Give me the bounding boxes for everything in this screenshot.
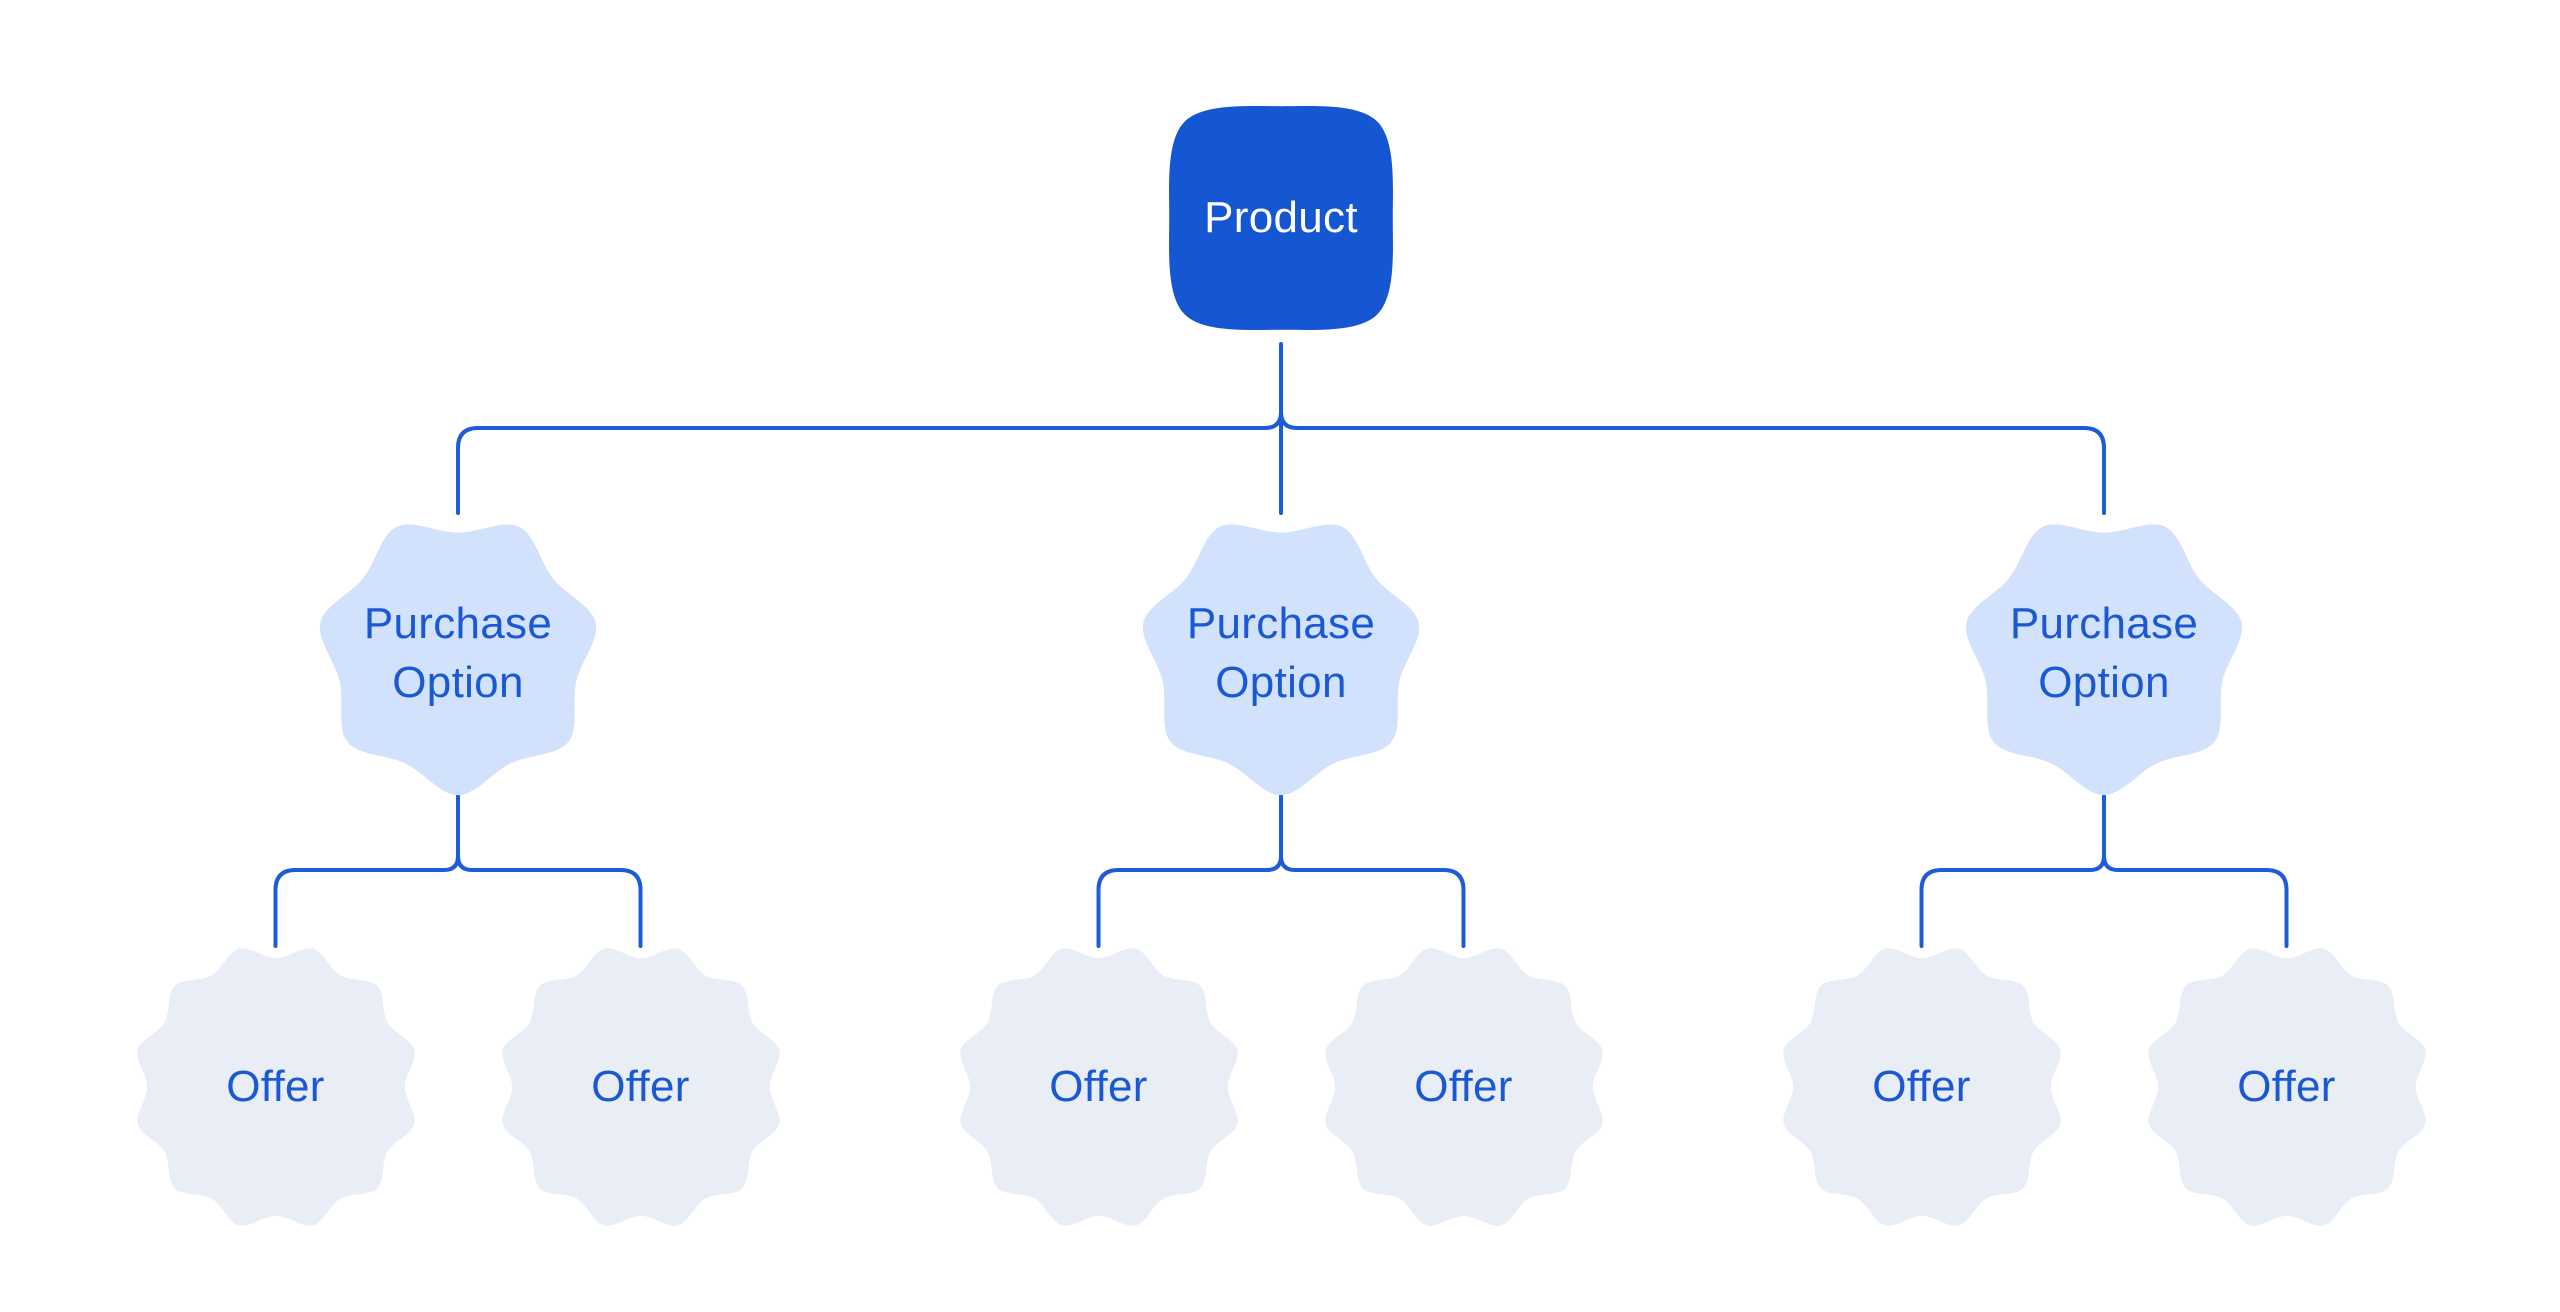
node-offer5: Offer bbox=[1776, 941, 2068, 1233]
offer-blob-shape bbox=[1324, 948, 1603, 1226]
offer-blob-shape bbox=[1782, 948, 2061, 1226]
node-label-offer6: Offer bbox=[2237, 1061, 2336, 1111]
node-label-offer1: Offer bbox=[226, 1061, 325, 1111]
node-label-po2: Purchase Option bbox=[1186, 599, 1376, 707]
offer-blob-shape bbox=[501, 948, 780, 1226]
node-offer2: Offer bbox=[495, 941, 787, 1233]
node-po2: Purchase Option bbox=[1137, 510, 1425, 798]
node-po1: Purchase Option bbox=[314, 510, 602, 798]
node-offer1: Offer bbox=[130, 941, 422, 1233]
node-label-offer2: Offer bbox=[591, 1061, 690, 1111]
node-product: Product bbox=[1142, 79, 1420, 357]
node-label-po1: Purchase Option bbox=[363, 599, 553, 707]
node-offer3: Offer bbox=[953, 941, 1245, 1233]
offer-blob-shape bbox=[2147, 948, 2426, 1226]
purchase-blob-shape bbox=[1142, 524, 1420, 796]
node-offer6: Offer bbox=[2141, 941, 2433, 1233]
node-po3: Purchase Option bbox=[1960, 510, 2248, 798]
node-label-offer5: Offer bbox=[1872, 1061, 1971, 1111]
node-label-offer3: Offer bbox=[1049, 1061, 1148, 1111]
purchase-blob-shape bbox=[319, 524, 597, 796]
product-blob-shape bbox=[1169, 106, 1393, 330]
node-offer4: Offer bbox=[1318, 941, 1610, 1233]
node-label-po3: Purchase Option bbox=[2009, 599, 2199, 707]
offer-blob-shape bbox=[136, 948, 415, 1226]
offer-blob-shape bbox=[959, 948, 1238, 1226]
node-label-offer4: Offer bbox=[1414, 1061, 1513, 1111]
node-label-product: Product bbox=[1204, 192, 1358, 242]
purchase-blob-shape bbox=[1965, 524, 2243, 796]
